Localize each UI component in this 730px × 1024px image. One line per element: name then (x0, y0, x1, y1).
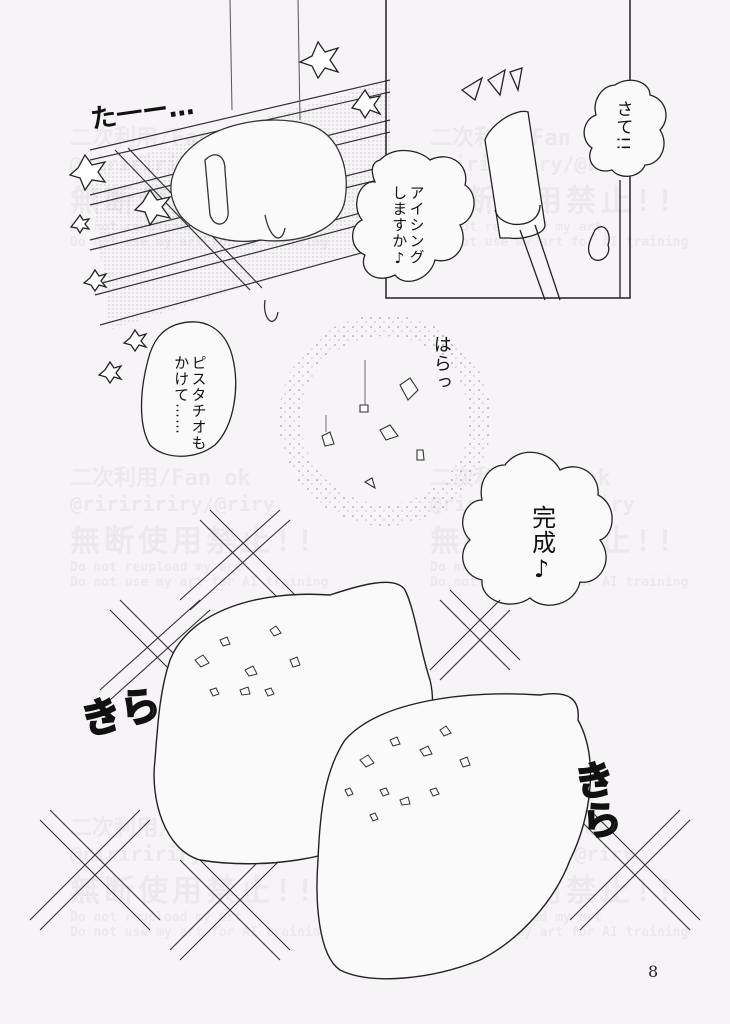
page-number: 8 (648, 962, 659, 981)
bubble-sate (583, 79, 667, 177)
pistachio-pieces (321, 360, 425, 490)
bubble-kansei (462, 451, 613, 606)
speech-sate: さて!! (612, 100, 633, 152)
cross-sparkles (29, 509, 701, 961)
spatula (460, 67, 621, 301)
speech-pistachio: ピスタチオも かけて…… (172, 355, 208, 451)
pistachio-toppings (194, 625, 471, 822)
speech-bubbles (140, 79, 667, 606)
bubble-pistachio (140, 321, 237, 457)
lemon-cakes (153, 581, 592, 980)
sfx-parara: はらっ (430, 335, 452, 392)
bubble-icing (351, 149, 475, 282)
lemon-cake-front (316, 693, 592, 980)
speech-kansei: 完成♪ (527, 505, 556, 584)
sparkle-stars (68, 40, 382, 385)
pistachio-burst (279, 314, 491, 526)
iced-cake (170, 119, 347, 323)
speech-icing: アイシング しますか♪ (390, 185, 426, 268)
